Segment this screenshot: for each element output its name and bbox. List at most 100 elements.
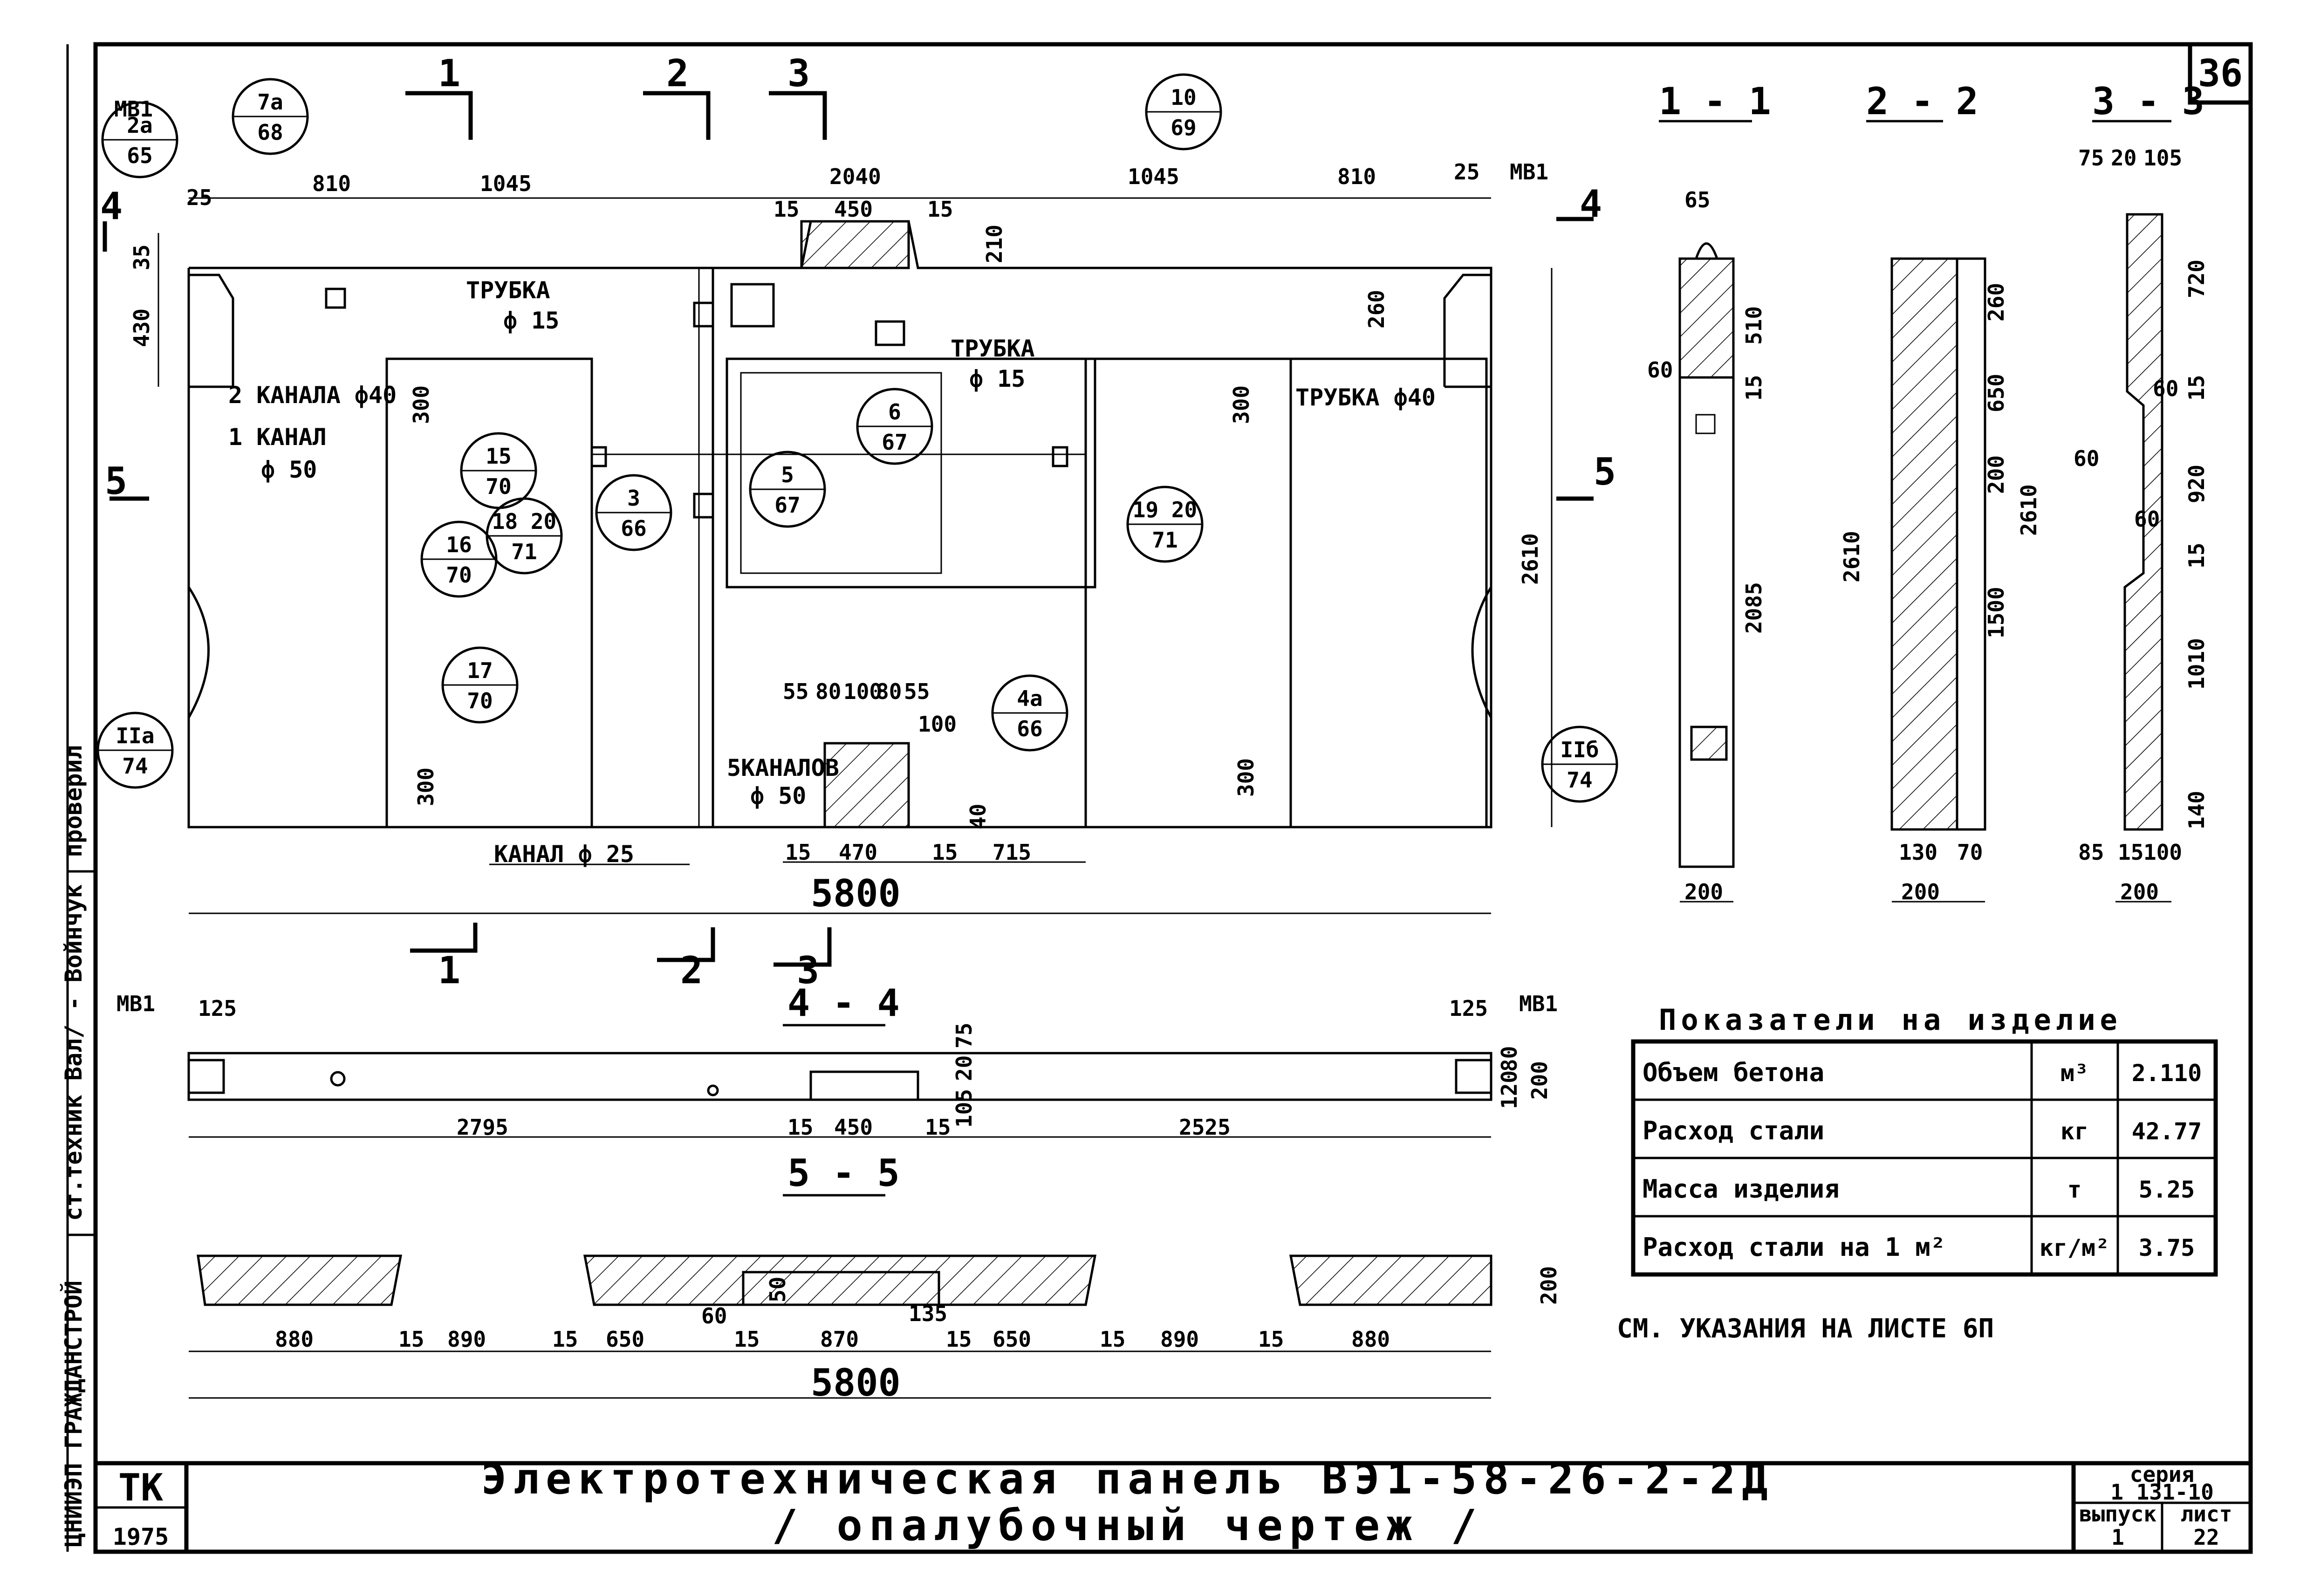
- section-22-title: 2 - 2: [1866, 80, 1978, 123]
- side-dim-35: 35: [129, 245, 154, 270]
- section-mark-3-bottom: 3: [797, 949, 819, 992]
- svg-text:74: 74: [1567, 767, 1592, 793]
- svg-text:18 20: 18 20: [492, 509, 556, 534]
- note-text: СМ. УКАЗАНИЯ НА ЛИСТЕ 6П: [1617, 1314, 1994, 1344]
- ind-row1-value: 2.110: [2132, 1060, 2202, 1087]
- opening-dim-300-a: 300: [409, 385, 434, 424]
- s44-dim-80: 80: [1497, 1046, 1522, 1072]
- s55-dim-200: 200: [1536, 1266, 1561, 1305]
- svg-text:66: 66: [621, 516, 646, 541]
- s33-dim-60-b: 60: [2134, 507, 2160, 532]
- svg-text:IIа: IIа: [116, 723, 154, 748]
- section-mark-5-right: 5: [1594, 450, 1616, 493]
- s33-dim-15-a: 15: [2184, 375, 2209, 401]
- section-mark-2-bottom: 2: [680, 949, 703, 992]
- s33-dim-105: 105: [2143, 145, 2182, 171]
- callout-1820-71: 18 20 71: [486, 497, 563, 575]
- section-5-5: 5 - 5 60 135 50 200 880 15 890 15 650 15…: [189, 1151, 1561, 1404]
- mb-right-label: МВ1: [1510, 159, 1548, 185]
- indicators-table: Показатели на изделие Объем бетона м³ 2.…: [1631, 1003, 2218, 1277]
- mid-dim-450: 450: [834, 197, 873, 222]
- section-mark-2-top: 2: [666, 52, 689, 95]
- ind-row3-name: Масса изделия: [1643, 1174, 1840, 1204]
- svg-text:68: 68: [257, 120, 283, 145]
- svg-text:5: 5: [781, 462, 794, 487]
- side-dim-25-right: 25: [1454, 159, 1479, 185]
- ind-row4-value: 3.75: [2139, 1234, 2195, 1261]
- s44-dim-20: 20: [951, 1055, 977, 1081]
- svg-text:6: 6: [888, 399, 901, 425]
- svg-text:16: 16: [446, 532, 472, 557]
- small-dim-80-a: 80: [815, 679, 841, 704]
- s33-dim-140: 140: [2184, 791, 2209, 829]
- ind-row4-unit: кг/м²: [2040, 1234, 2110, 1261]
- bottom-dim-715: 715: [993, 840, 1031, 865]
- drawing-subtitle: / опалубочный чертеж /: [772, 1500, 1484, 1550]
- svg-text:19 20: 19 20: [1133, 497, 1197, 522]
- kanal2-label: 2 КАНАЛА ф40: [228, 382, 397, 409]
- callout-IIb-74: IIб 74: [1541, 726, 1618, 803]
- callout-3-66: 3 66: [595, 474, 672, 551]
- opening-dim-300-b: 300: [413, 767, 438, 806]
- section-3-3: 3 - 3 75 20 105 720 60 15 920 60 60 15 1…: [2074, 80, 2209, 904]
- svg-text:74: 74: [122, 753, 148, 779]
- svg-text:69: 69: [1171, 115, 1196, 140]
- s55-dim-15-e: 15: [1100, 1327, 1125, 1352]
- org-stamp-text: ЦНИИЭП ГРАЖДАНСТРОЙ: [60, 1281, 87, 1547]
- ind-row2-unit: кг: [2060, 1118, 2088, 1145]
- seria-value: 1 131-10: [2110, 1480, 2214, 1505]
- sheet-frame: [66, 42, 2253, 1554]
- svg-text:70: 70: [486, 474, 511, 499]
- mid-dim-15-b: 15: [927, 197, 953, 222]
- s11-dim-15: 15: [1741, 375, 1766, 401]
- s44-dim-105: 105: [951, 1089, 977, 1128]
- top-dim-810-left: 810: [312, 171, 351, 196]
- s33-dim-1010: 1010: [2184, 638, 2209, 690]
- section-mark-4-right: 4: [1580, 182, 1602, 226]
- svg-text:17: 17: [467, 658, 493, 683]
- s55-dim-15-f: 15: [1258, 1327, 1284, 1352]
- callout-7a-68: 7а 68: [232, 78, 309, 155]
- s55-dim-50: 50: [765, 1277, 790, 1302]
- s33-dim-20: 20: [2111, 145, 2136, 171]
- section-1-1: 1 - 1 65 510 15 2085 200 60: [1647, 80, 1771, 904]
- s33-dim-920: 920: [2184, 465, 2209, 503]
- s55-dim-15-a: 15: [398, 1327, 424, 1352]
- small-dim-100-a: 100: [843, 679, 882, 704]
- s44-dim-450: 450: [834, 1115, 873, 1140]
- indicators-title: Показатели на изделие: [1659, 1003, 2122, 1037]
- small-dim-55-a: 55: [783, 679, 808, 704]
- section-2-2: 2 - 2 260 650 200 1500 2610 2610 130 70 …: [1839, 80, 2041, 904]
- s33-dim-15-b: 15: [2184, 543, 2209, 569]
- s22-dim-2610-left: 2610: [1839, 531, 1864, 582]
- s55-dim-60: 60: [701, 1303, 727, 1329]
- s44-dim-2525: 2525: [1179, 1115, 1231, 1140]
- s11-dim-2085: 2085: [1741, 582, 1766, 634]
- drawing-title: Электротехническая панель ВЭ1-58-26-2-2Д: [481, 1454, 1774, 1504]
- callout-4a-66: 4а 66: [991, 674, 1068, 752]
- niche-dims: 55 80 100 80 55 100 40: [783, 679, 991, 829]
- s11-dim-60: 60: [1647, 357, 1673, 383]
- list-label: лист: [2181, 1501, 2232, 1527]
- s22-dim-260: 260: [1984, 283, 2009, 322]
- s55-dim-870: 870: [820, 1327, 859, 1352]
- ind-row3-value: 5.25: [2139, 1176, 2195, 1203]
- s33-dim-85: 85: [2078, 840, 2104, 865]
- s44-mb-left: МВ1: [116, 991, 155, 1016]
- svg-text:3: 3: [627, 486, 640, 511]
- s33-dim-720: 720: [2184, 260, 2209, 298]
- svg-text:10: 10: [1171, 85, 1196, 110]
- svg-text:2а: 2а: [127, 113, 152, 138]
- s44-dim-15-b: 15: [925, 1115, 951, 1140]
- svg-text:67: 67: [774, 493, 800, 518]
- tk-label: ТК: [118, 1466, 163, 1509]
- s44-dim-125-a: 125: [198, 996, 237, 1021]
- s55-dim-15-c: 15: [734, 1327, 760, 1352]
- svg-text:IIб: IIб: [1560, 737, 1599, 762]
- s55-overall-5800: 5800: [811, 1361, 901, 1404]
- side-dim-430: 430: [129, 308, 154, 347]
- s44-dim-125-b: 125: [1449, 996, 1488, 1021]
- s55-dim-880-a: 880: [275, 1327, 314, 1352]
- elevation-top-dims: 810 1045 2040 1045 810 15 450 15 МВ1 МВ1…: [114, 96, 1548, 222]
- vypusk-value: 1: [2111, 1525, 2124, 1550]
